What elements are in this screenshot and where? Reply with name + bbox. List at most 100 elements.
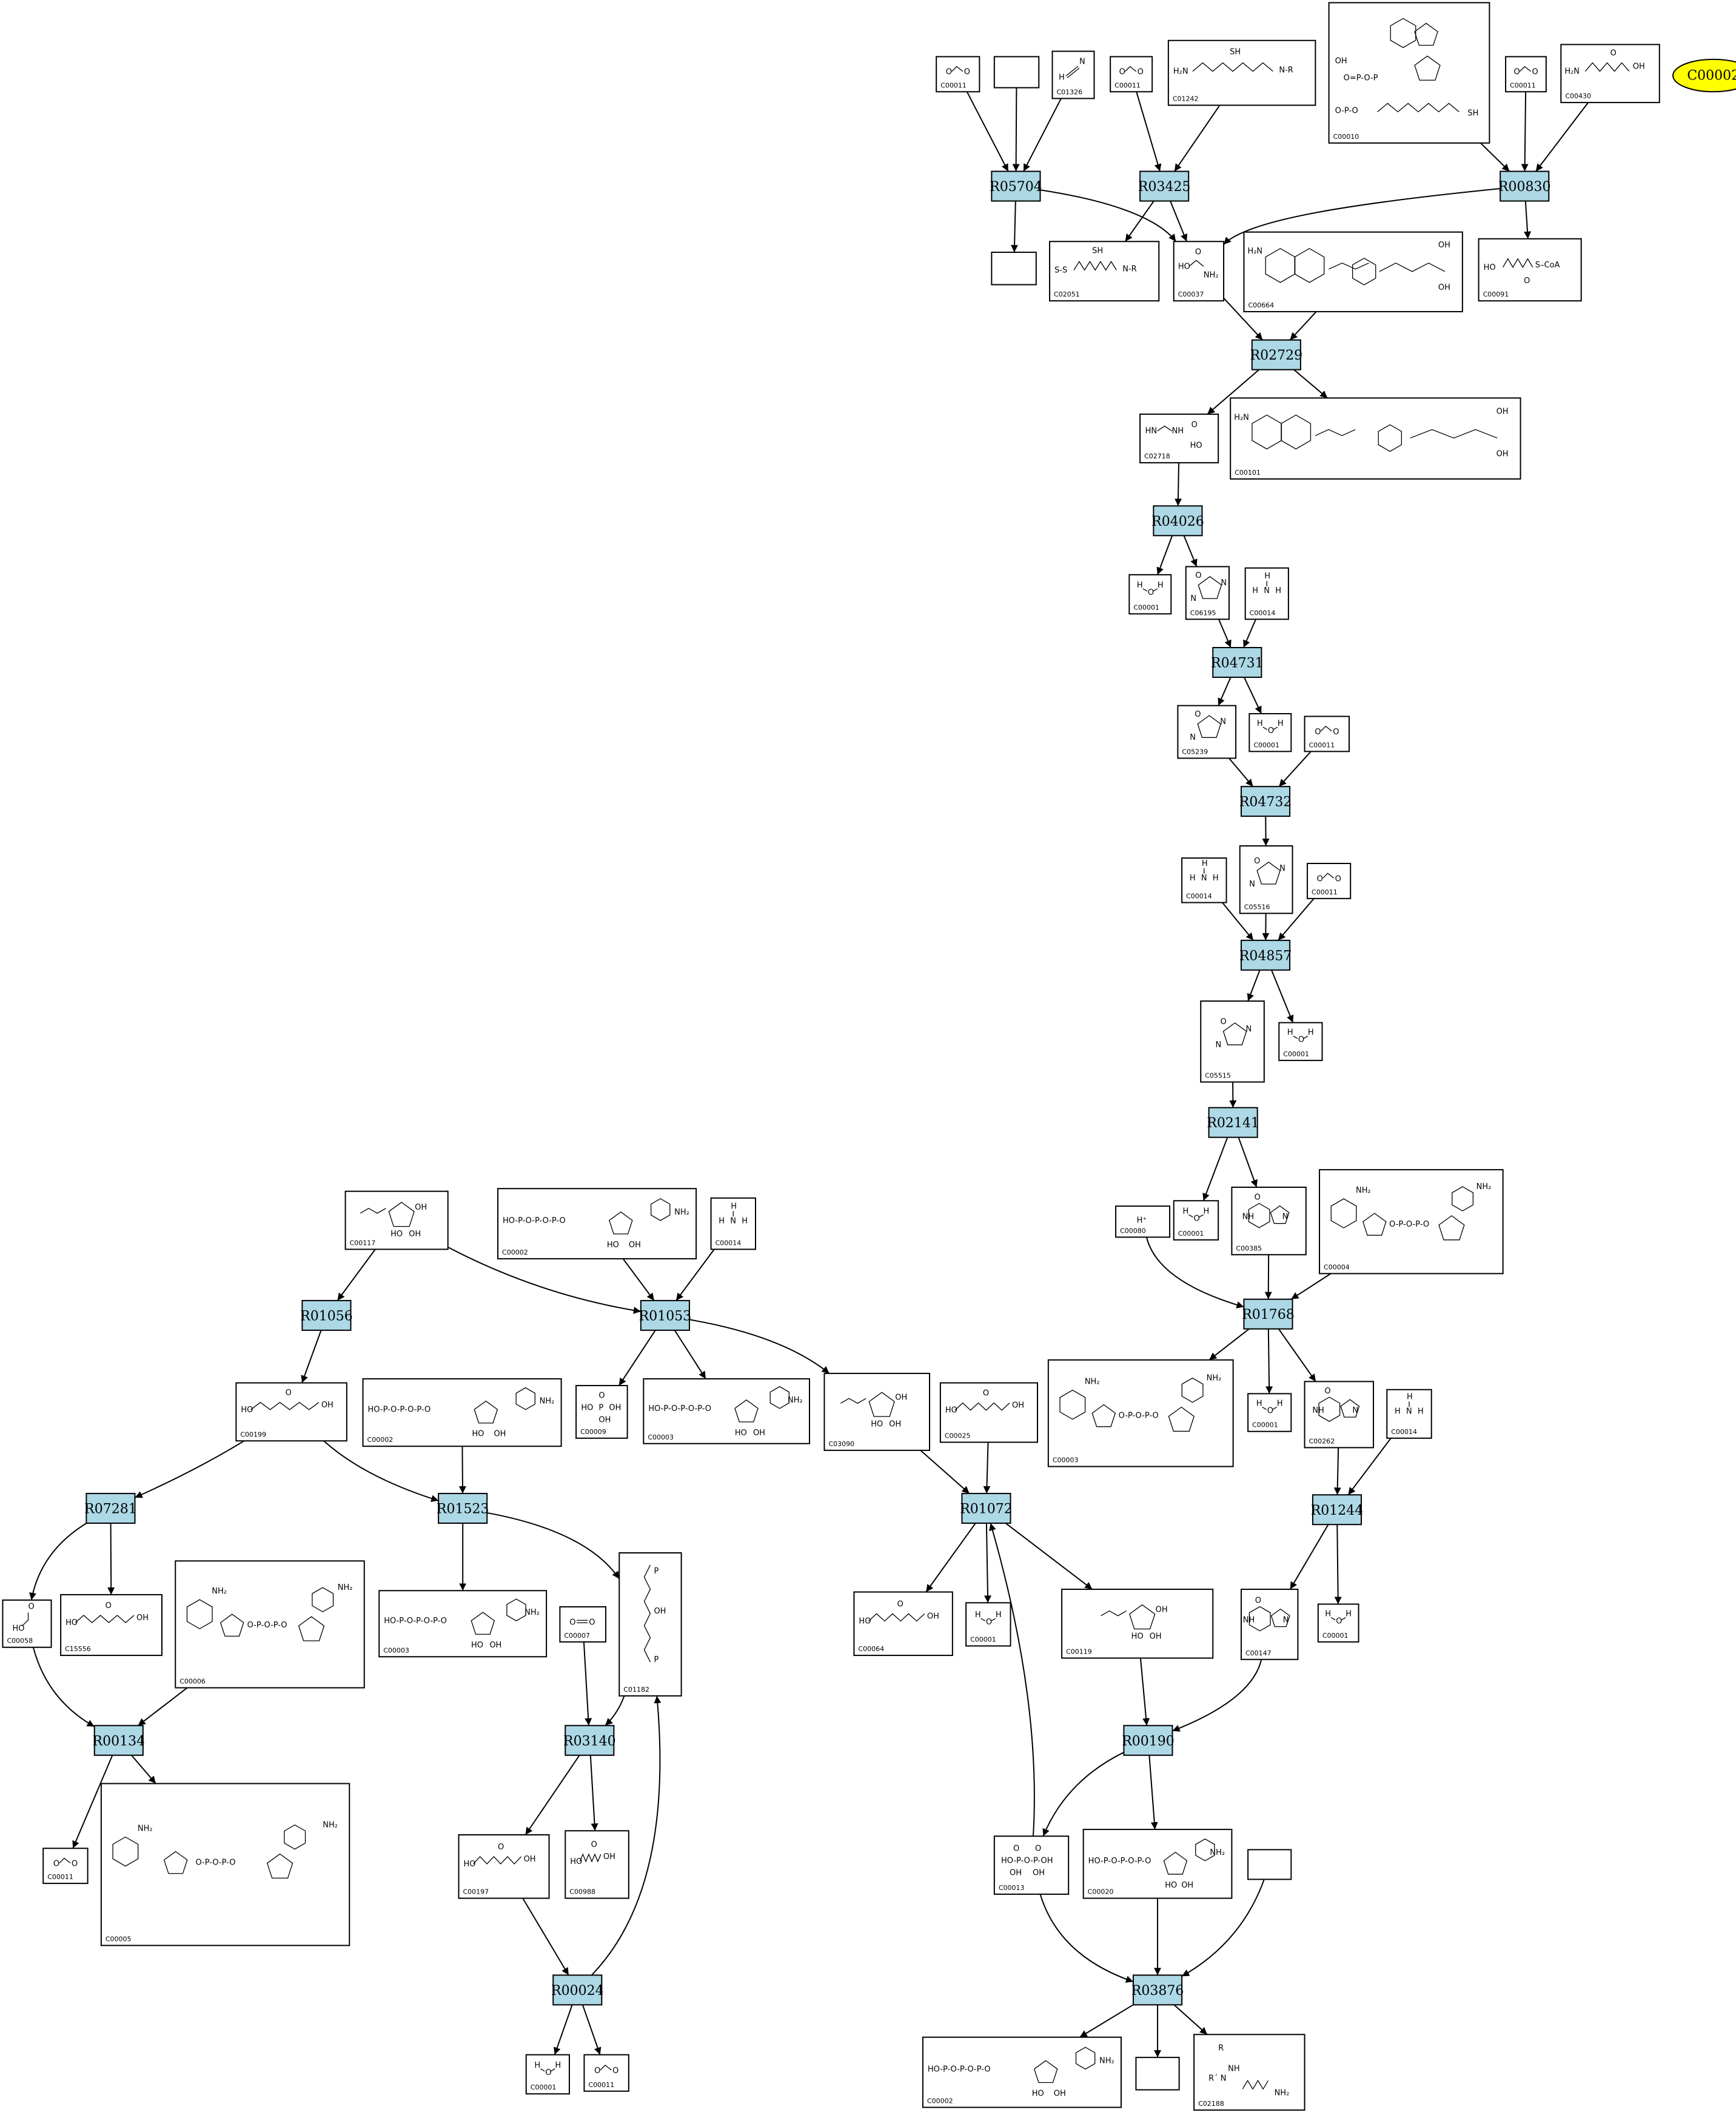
reaction-R01072[interactable]: R01072 [960, 1493, 1013, 1524]
compound-box[interactable] [710, 1197, 756, 1250]
compound-box[interactable] [1248, 713, 1292, 752]
compound-box[interactable] [939, 1382, 1039, 1443]
compound-empty[interactable] [993, 56, 1040, 89]
compound-box[interactable] [1139, 414, 1219, 464]
compound-box[interactable] [60, 1594, 163, 1657]
reaction-box[interactable] [1241, 939, 1291, 971]
compound-box[interactable] [42, 1848, 89, 1885]
reaction-R01053[interactable]: R01053 [639, 1299, 692, 1331]
compound-box[interactable] [525, 2054, 570, 2095]
compound-box[interactable] [362, 1378, 562, 1447]
reaction-box[interactable] [640, 1299, 690, 1331]
reaction-R02729[interactable]: R02729 [1250, 339, 1303, 370]
compound-box[interactable] [1247, 1849, 1292, 1880]
reaction-box[interactable] [1312, 1494, 1362, 1526]
reaction-box[interactable] [1208, 1107, 1258, 1138]
compound-box[interactable] [1239, 845, 1293, 914]
reaction-box[interactable] [1500, 170, 1550, 202]
compound-box[interactable] [1231, 1187, 1307, 1256]
compound-box[interactable] [965, 1602, 1011, 1647]
reaction-R04026[interactable]: R04026 [1151, 505, 1204, 537]
reaction-box[interactable] [961, 1493, 1011, 1524]
compound-box[interactable] [1193, 2034, 1305, 2111]
reaction-R02141[interactable]: R02141 [1207, 1107, 1259, 1138]
compound-box[interactable] [1386, 1389, 1432, 1439]
compound-box[interactable] [993, 1835, 1070, 1895]
compound-box[interactable] [1304, 715, 1350, 752]
compound-box[interactable] [1230, 397, 1521, 480]
compound-box[interactable] [1328, 2, 1490, 144]
reaction-R00134[interactable]: R00134 [93, 1724, 146, 1756]
reaction-box[interactable] [565, 1724, 615, 1756]
reaction-box[interactable] [1243, 1298, 1293, 1330]
reaction-box[interactable] [438, 1493, 488, 1524]
compound-box[interactable] [344, 1190, 449, 1250]
compound-box[interactable] [823, 1373, 931, 1451]
compound-highlight[interactable]: C00002 [1672, 58, 1736, 93]
compound-box[interactable] [1243, 231, 1463, 312]
compound-box[interactable] [1478, 238, 1582, 302]
reaction-box[interactable] [93, 1724, 144, 1756]
reaction-box[interactable] [1139, 170, 1190, 202]
reaction-box[interactable] [991, 170, 1041, 202]
compound-box[interactable] [235, 1382, 347, 1442]
compound-box[interactable] [565, 1830, 629, 1899]
reaction-box[interactable] [1212, 647, 1262, 678]
compound-empty[interactable] [991, 252, 1037, 286]
compound-box[interactable] [1167, 39, 1316, 106]
compound-box[interactable] [1181, 857, 1227, 903]
reaction-R00830[interactable]: R00830 [1498, 170, 1551, 202]
compound-box[interactable] [1173, 241, 1225, 302]
compound-box[interactable] [1173, 1200, 1219, 1241]
compound-box[interactable] [1049, 241, 1160, 302]
compound-box[interactable] [575, 1385, 628, 1439]
compound-box[interactable] [1560, 44, 1660, 104]
reaction-R07281[interactable]: R07281 [84, 1493, 137, 1524]
reaction-box[interactable] [1133, 1974, 1183, 2006]
compound-box[interactable] [1241, 1589, 1299, 1660]
compound-empty[interactable] [1135, 2057, 1180, 2091]
compound-box[interactable] [1244, 567, 1289, 620]
compound-box[interactable] [378, 1590, 548, 1658]
reaction-box[interactable] [301, 1299, 352, 1331]
reaction-R00024[interactable]: R00024 [551, 1974, 604, 2006]
compound-box[interactable] [1317, 1603, 1359, 1643]
